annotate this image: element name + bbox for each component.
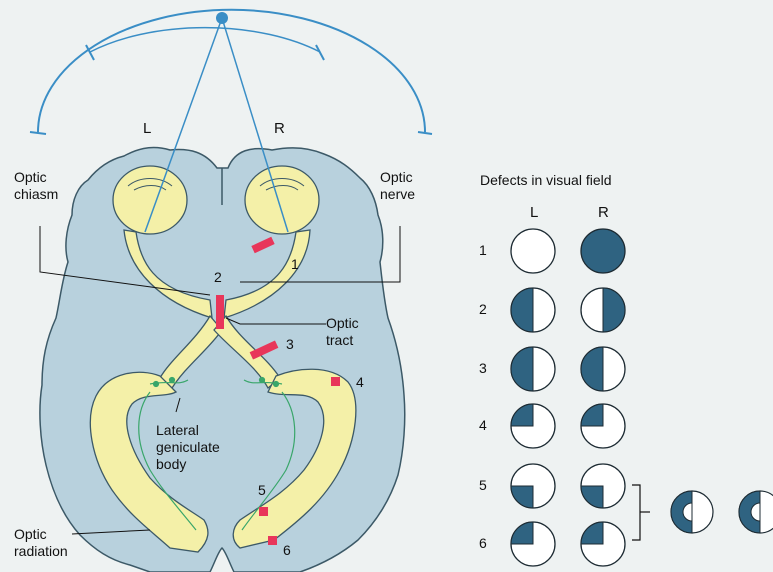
defect-row-5-right bbox=[581, 464, 625, 508]
lesion-number-5: 5 bbox=[258, 482, 266, 498]
lesion-4 bbox=[331, 377, 340, 386]
defect-row-number-2: 2 bbox=[479, 301, 487, 317]
combined-defect-a bbox=[671, 491, 713, 533]
defect-row-2-left bbox=[511, 288, 555, 332]
right-eye bbox=[245, 166, 319, 234]
defect-row-number-4: 4 bbox=[479, 417, 487, 433]
bracket bbox=[632, 485, 650, 540]
optic-chiasm-label-2: chiasm bbox=[14, 186, 58, 203]
defect-row-number-6: 6 bbox=[479, 535, 487, 551]
defect-row-6-left bbox=[511, 522, 555, 566]
defect-row-number-1: 1 bbox=[479, 242, 487, 258]
lesion-5 bbox=[259, 507, 268, 516]
defect-row-4-right bbox=[581, 404, 625, 448]
side-label-right: R bbox=[274, 120, 285, 137]
lesion-number-2: 2 bbox=[214, 269, 222, 285]
defect-grid bbox=[511, 229, 625, 566]
lesion-2 bbox=[216, 295, 224, 329]
lgb-label-3: body bbox=[156, 456, 186, 473]
defect-row-3-left bbox=[511, 347, 555, 391]
optic-radiation-label-2: radiation bbox=[14, 543, 68, 560]
optic-chiasm-label-1: Optic bbox=[14, 169, 47, 186]
lgb-label-1: Lateral bbox=[156, 422, 199, 439]
lesion-number-1: 1 bbox=[291, 256, 299, 272]
side-label-left: L bbox=[143, 120, 151, 137]
defects-col-left: L bbox=[530, 204, 538, 221]
defect-row-number-3: 3 bbox=[479, 360, 487, 376]
defect-row-1-right bbox=[581, 229, 625, 273]
optic-nerve-label-1: Optic bbox=[380, 169, 413, 186]
optic-tract-label-1: Optic bbox=[326, 315, 359, 332]
lesion-number-3: 3 bbox=[286, 336, 294, 352]
optic-radiation-label-1: Optic bbox=[14, 526, 47, 543]
defect-row-1-left bbox=[511, 229, 555, 273]
defect-row-5-left bbox=[511, 464, 555, 508]
defects-title: Defects in visual field bbox=[480, 172, 612, 188]
lesion-number-4: 4 bbox=[356, 374, 364, 390]
defect-row-3-right bbox=[581, 347, 625, 391]
defect-row-2-right bbox=[581, 288, 625, 332]
lgb-label-2: geniculate bbox=[156, 439, 220, 456]
defects-col-right: R bbox=[598, 204, 609, 221]
lesion-number-6: 6 bbox=[283, 542, 291, 558]
brain-outline bbox=[40, 148, 405, 572]
defect-row-4-left bbox=[511, 404, 555, 448]
lesion-6 bbox=[268, 536, 277, 545]
optic-tract-label-2: tract bbox=[326, 332, 353, 349]
combined-defect-b bbox=[739, 491, 773, 533]
left-eye bbox=[113, 166, 187, 234]
defect-row-number-5: 5 bbox=[479, 477, 487, 493]
visual-field-arc bbox=[30, 10, 432, 134]
optic-nerve-label-2: nerve bbox=[380, 186, 415, 203]
defect-row-6-right bbox=[581, 522, 625, 566]
